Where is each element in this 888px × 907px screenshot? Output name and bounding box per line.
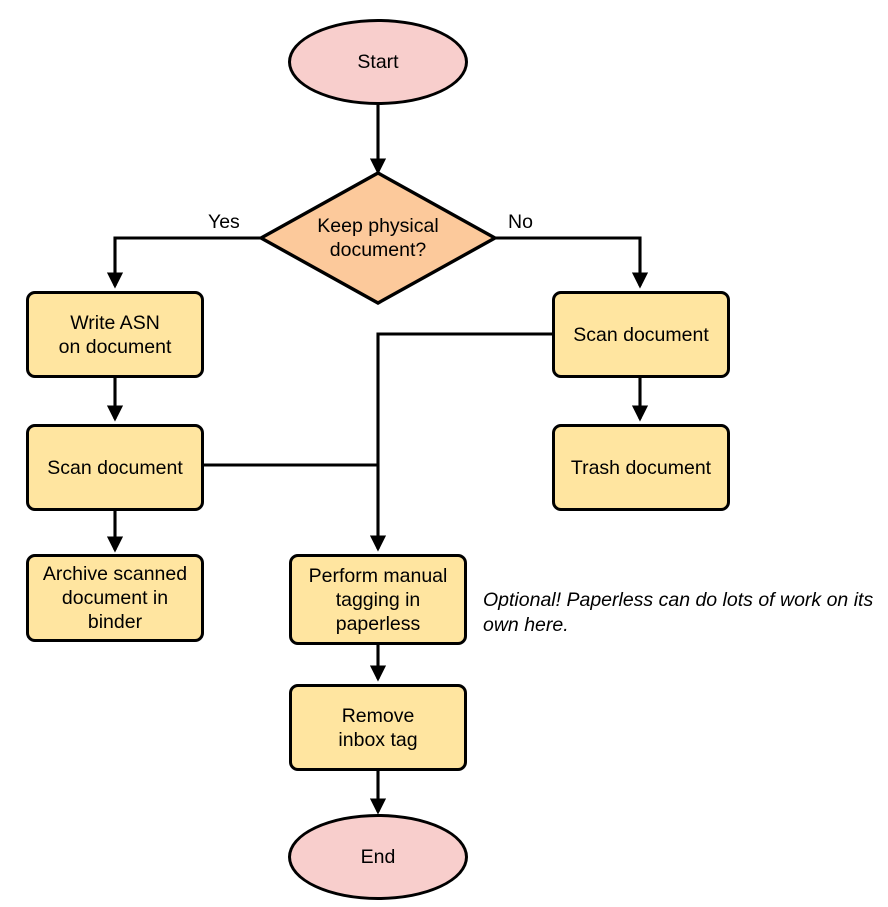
node-scan-document-left[interactable]: Scan document [26, 424, 204, 511]
edge-label-no: No [508, 211, 533, 233]
node-end[interactable]: End [288, 814, 468, 900]
node-write-asn-on-document[interactable]: Write ASN on document [26, 291, 204, 378]
node-trash-document[interactable]: Trash document [552, 424, 730, 511]
edge-decision-no-to-scan-right [492, 236, 649, 289]
node-perform-manual-tagging[interactable]: Perform manual tagging in paperless [289, 554, 467, 645]
node-decision-label: Keep physical document? [317, 215, 439, 261]
edge-decision-yes-to-write-asn [106, 236, 264, 289]
edge-label-yes: Yes [208, 211, 240, 233]
edge-scan-right-to-tagging [369, 332, 552, 552]
node-start[interactable]: Start [288, 19, 468, 105]
diamond-shape [258, 171, 498, 305]
node-archive-scanned-document[interactable]: Archive scanned document in binder [26, 554, 204, 642]
node-remove-inbox-tag[interactable]: Remove inbox tag [289, 684, 467, 771]
annotation-optional-note: Optional! Paperless can do lots of work … [483, 589, 874, 636]
node-scan-document-right[interactable]: Scan document [552, 291, 730, 378]
node-decision-keep-physical-document[interactable]: Keep physical document? [258, 170, 498, 306]
